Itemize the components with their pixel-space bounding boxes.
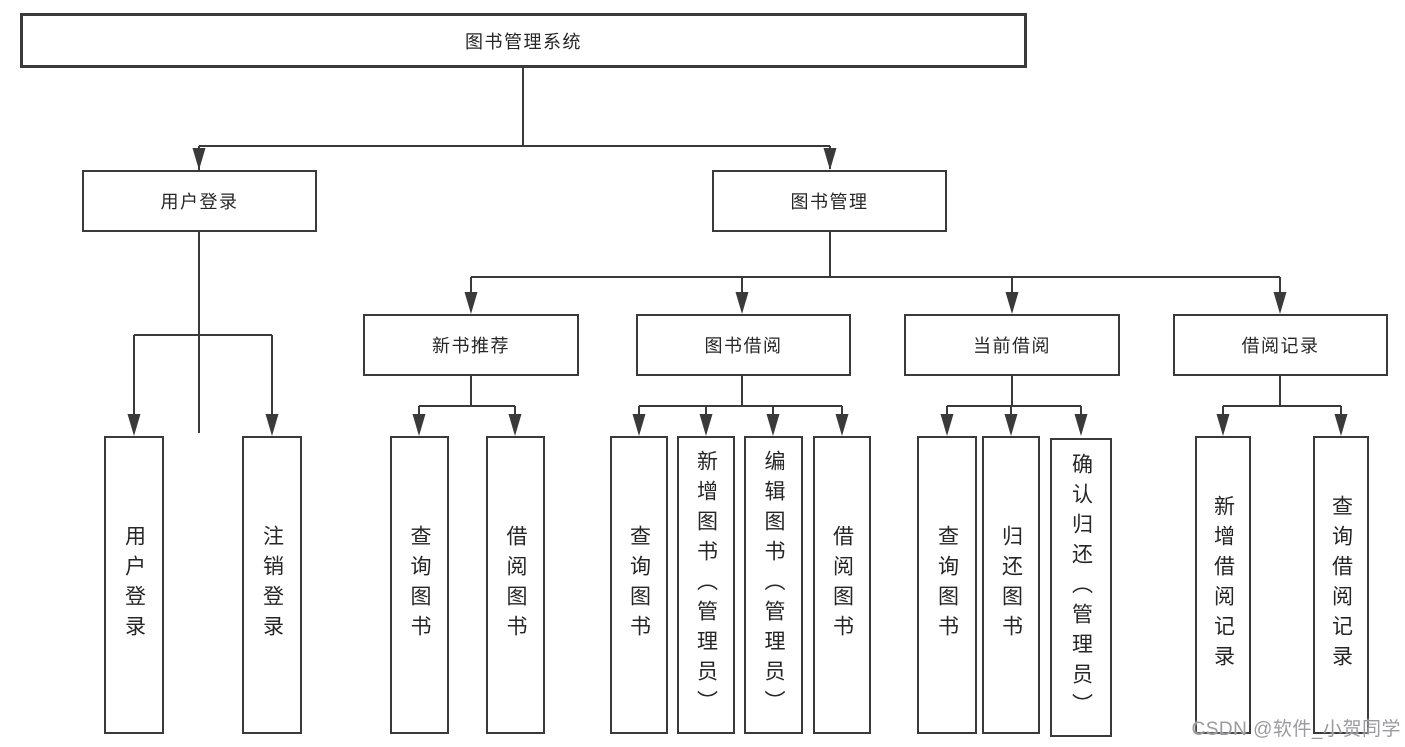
node-new-book-recommend-label: 新书推荐: [432, 336, 510, 356]
node-root-label: 图书管理系统: [465, 31, 582, 52]
leaf-borrow-book-borrow-label: 借阅图书: [830, 525, 854, 645]
node-borrow-records: 借阅记录: [1173, 314, 1388, 376]
leaf-add-book-admin: 新增图书（管理员）: [677, 436, 735, 734]
connector-book-borrow-to-leaves: [638, 376, 843, 433]
leaf-query-borrow-record-label: 查询借阅记录: [1329, 495, 1353, 675]
leaf-logout: 注销登录: [242, 436, 302, 734]
arrowheads: [127, 148, 1348, 436]
node-new-book-recommend: 新书推荐: [363, 314, 579, 376]
leaf-add-borrow-record: 新增借阅记录: [1195, 436, 1251, 734]
leaf-return-book-label: 归还图书: [999, 525, 1023, 645]
leaf-query-book-recommend: 查询图书: [390, 436, 449, 734]
leaf-edit-book-admin-label: 编辑图书（管理员）: [762, 450, 785, 720]
leaf-logout-label: 注销登录: [260, 525, 284, 645]
leaf-borrow-book-borrow: 借阅图书: [813, 436, 871, 734]
connector-new-book-recommend-to-leaves: [418, 376, 516, 433]
connector-borrow-records-to-leaves: [1222, 376, 1342, 433]
node-current-borrow-label: 当前借阅: [973, 336, 1051, 356]
leaf-edit-book-admin: 编辑图书（管理员）: [744, 436, 803, 734]
leaf-user-login-label: 用户登录: [122, 525, 146, 645]
node-book-borrow-label: 图书借阅: [704, 336, 783, 356]
leaf-query-book-current: 查询图书: [917, 436, 977, 734]
leaf-query-book-current-label: 查询图书: [935, 525, 959, 645]
node-root: 图书管理系统: [20, 13, 1027, 68]
leaf-return-book: 归还图书: [982, 436, 1040, 734]
leaf-add-borrow-record-label: 新增借阅记录: [1211, 495, 1235, 675]
node-book-management-label: 图书管理: [790, 192, 869, 212]
node-borrow-records-label: 借阅记录: [1241, 336, 1320, 356]
node-user-login: 用户登录: [82, 170, 317, 232]
leaf-borrow-book-recommend: 借阅图书: [486, 436, 545, 734]
node-current-borrow: 当前借阅: [904, 314, 1120, 376]
leaf-add-book-admin-label: 新增图书（管理员）: [694, 450, 718, 720]
leaf-user-login: 用户登录: [104, 436, 164, 734]
node-user-login-label: 用户登录: [160, 192, 239, 212]
leaf-borrow-book-recommend-label: 借阅图书: [504, 525, 527, 645]
connector-root-to-level2: [198, 68, 831, 433]
leaf-query-book-borrow-label: 查询图书: [627, 525, 651, 645]
node-book-management: 图书管理: [712, 170, 947, 232]
node-book-borrow: 图书借阅: [636, 314, 851, 376]
csdn-watermark: CSDN @软件_小贺同学: [1191, 719, 1401, 740]
connector-book-management-to-level3: [470, 232, 1281, 311]
connector-user-login-to-leaves: [133, 232, 273, 433]
leaf-confirm-return-admin: 确认归还（管理员）: [1050, 438, 1112, 737]
leaf-query-book-recommend-label: 查询图书: [408, 525, 431, 645]
leaf-query-book-borrow: 查询图书: [610, 436, 668, 734]
leaf-confirm-return-admin-label: 确认归还（管理员）: [1069, 452, 1093, 723]
leaf-query-borrow-record: 查询借阅记录: [1313, 436, 1369, 734]
